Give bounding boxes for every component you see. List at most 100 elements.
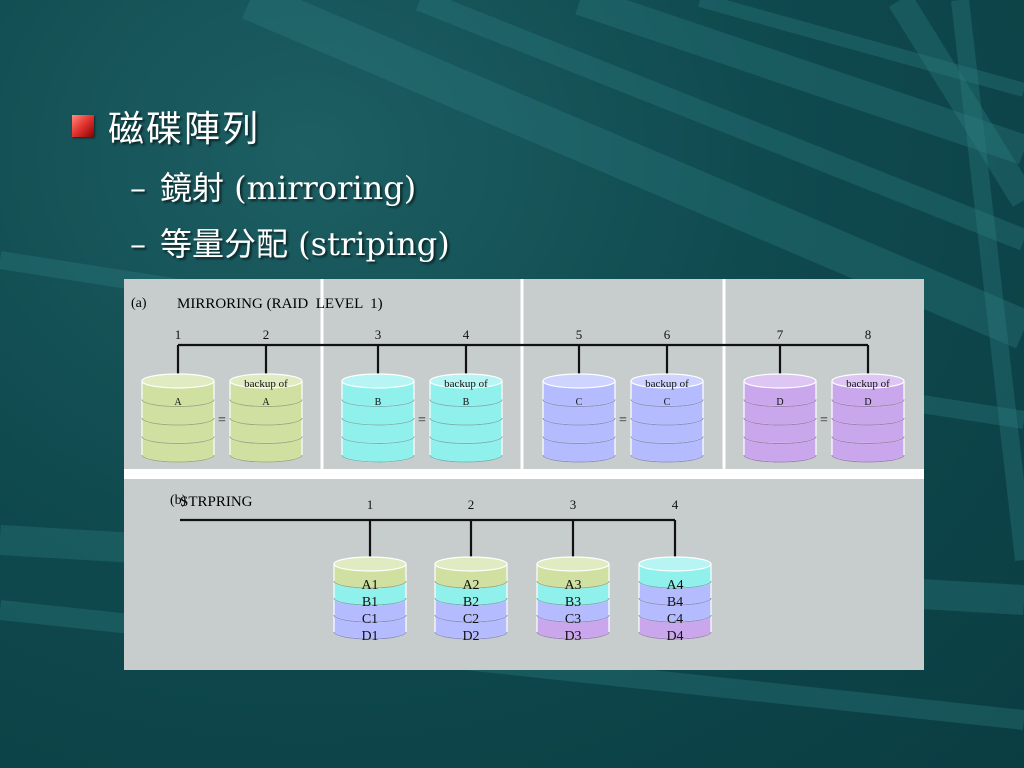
disk-band-edge <box>341 399 415 407</box>
disk-top <box>630 373 704 389</box>
disk-band-edge <box>341 417 415 426</box>
disk-band-edge <box>429 436 503 444</box>
disk-band-edge <box>536 614 610 623</box>
striping-title: STRPRING <box>180 494 253 510</box>
disk-band-edge <box>333 614 407 623</box>
disk-cylinder <box>638 556 712 640</box>
disk-band-edge <box>229 417 303 426</box>
disk-band-edge <box>638 614 712 623</box>
disk-cylinder <box>429 373 503 463</box>
stripe-block-label: D4 <box>666 629 683 644</box>
disk-top <box>743 373 817 389</box>
backup-label: backup of <box>645 378 689 390</box>
disk-band-edge <box>630 417 704 426</box>
disk-band-edge <box>141 417 215 426</box>
stripe-block-label: B2 <box>463 595 479 610</box>
title-bullet: 磁碟陣列 <box>72 100 260 152</box>
stripe-block-label: C2 <box>463 612 479 627</box>
disk-top <box>542 373 616 389</box>
stripe-block-label: D1 <box>361 629 378 644</box>
disk-top <box>429 373 503 389</box>
dash: – <box>130 225 146 263</box>
disk-band-edge <box>229 436 303 444</box>
stripe-block-label: A1 <box>361 578 378 593</box>
disk-cylinder <box>542 373 616 463</box>
disk-band-edge <box>536 580 610 589</box>
mirroring-label: (a) <box>131 296 147 311</box>
disk-number: 2 <box>468 497 475 512</box>
raid-figure: (a) MIRRORING (RAID LEVEL 1) (b) STRPRIN… <box>124 279 924 670</box>
disk-label: B <box>375 397 382 408</box>
disk-number: 1 <box>367 497 374 512</box>
disk-top <box>341 373 415 389</box>
slide-title: 磁碟陣列 <box>108 109 261 150</box>
sub-item-text: 等量分配 (striping) <box>160 225 450 263</box>
disk-band-edge <box>141 454 215 463</box>
disk-band-edge <box>429 454 503 463</box>
disk-band-edge <box>831 436 905 444</box>
disk-band-edge <box>434 614 508 623</box>
disk-number: 3 <box>375 327 382 342</box>
disk-cylinder <box>333 556 407 640</box>
sub-item-text: 鏡射 (mirroring) <box>160 169 417 207</box>
disk-band-edge <box>536 631 610 640</box>
disk-top <box>536 556 610 572</box>
disk-band-edge <box>630 399 704 407</box>
stripe-block-label: C4 <box>667 612 683 627</box>
stripe-block-label: A4 <box>666 578 683 593</box>
disk-number: 2 <box>263 327 270 342</box>
stripe-block-label: D3 <box>564 629 581 644</box>
disk-band-edge <box>743 436 817 444</box>
disk-cylinder <box>630 373 704 463</box>
disk-number: 8 <box>865 327 872 342</box>
disk-top <box>333 556 407 572</box>
disk-band-edge <box>434 631 508 640</box>
equals-sign: = <box>619 413 627 428</box>
disk-band-edge <box>638 580 712 589</box>
backup-label: backup of <box>846 378 890 390</box>
disk-band-edge <box>743 454 817 463</box>
disk-band-edge <box>831 399 905 407</box>
disk-band-edge <box>141 399 215 407</box>
disk-cylinder <box>434 556 508 640</box>
equals-sign: = <box>218 413 226 428</box>
disk-band-edge <box>341 454 415 463</box>
disk-cylinder <box>341 373 415 463</box>
disk-top <box>831 373 905 389</box>
disk-label: D <box>776 397 783 408</box>
backup-label: backup of <box>444 378 488 390</box>
sub-item-mirroring: –鏡射 (mirroring) <box>130 163 416 209</box>
backup-label: backup of <box>244 378 288 390</box>
disk-top <box>638 556 712 572</box>
backup-disk-label: B <box>463 397 470 408</box>
disk-band-edge <box>333 580 407 589</box>
disk-cylinder <box>536 556 610 640</box>
disk-band-edge <box>141 436 215 444</box>
equals-sign: = <box>820 413 828 428</box>
disk-band-edge <box>638 631 712 640</box>
disk-band-edge <box>229 399 303 407</box>
disk-number: 1 <box>175 327 182 342</box>
disk-band-edge <box>434 580 508 589</box>
stripe-block-label: B3 <box>565 595 581 610</box>
stripe-block-label: C1 <box>362 612 378 627</box>
disk-cylinder <box>831 373 905 463</box>
disk-number: 4 <box>672 497 679 512</box>
disk-cylinder <box>229 373 303 463</box>
stripe-block-label: A3 <box>564 578 581 593</box>
striping-panel <box>124 479 924 670</box>
disk-band-edge <box>743 417 817 426</box>
stripe-block-label: D2 <box>462 629 479 644</box>
disk-band-edge <box>429 417 503 426</box>
disk-band-edge <box>333 631 407 640</box>
disk-cylinder <box>743 373 817 463</box>
disk-band-edge <box>542 436 616 444</box>
pair-dividers <box>320 279 726 469</box>
stripe-block-label: C3 <box>565 612 581 627</box>
disk-band-edge <box>743 399 817 407</box>
disk-band-edge <box>333 597 407 606</box>
disk-band-edge <box>831 417 905 426</box>
disk-band-edge <box>542 454 616 463</box>
stripe-block-label: B1 <box>362 595 378 610</box>
mirroring-title: MIRRORING (RAID LEVEL 1) <box>177 296 383 312</box>
